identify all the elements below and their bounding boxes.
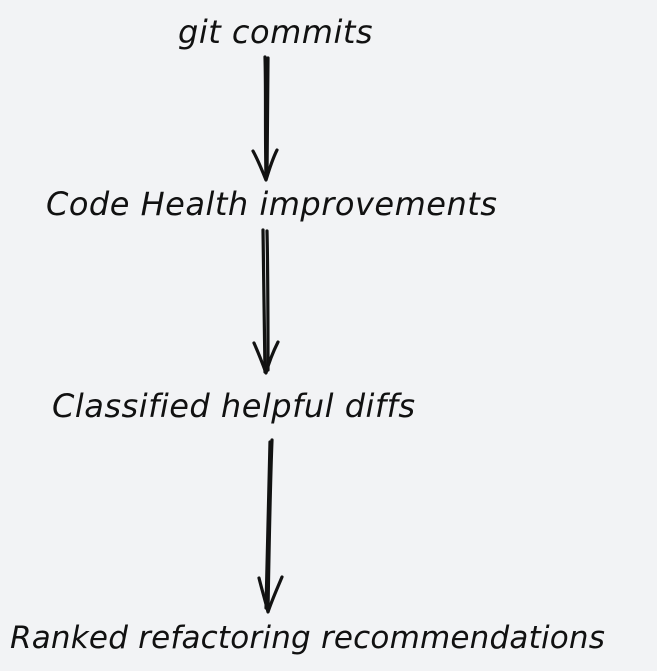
arrow-shaft-double: [265, 56, 270, 178]
arrow-improvements-to-diffs: [252, 228, 280, 375]
arrow-diffs-to-recommendations: [257, 438, 284, 614]
arrow-shaft-double: [265, 229, 270, 372]
node-git-commits: git commits: [178, 13, 374, 51]
arrow-commits-to-improvements: [251, 55, 279, 182]
arrow-shaft-double: [264, 440, 272, 610]
arrow-head: [252, 340, 280, 375]
arrow-shaft: [261, 228, 267, 374]
node-code-health-improvements: Code Health improvements: [46, 185, 498, 223]
node-classified-helpful-diffs: Classified helpful diffs: [52, 387, 416, 425]
node-ranked-refactoring-recommendations: Ranked refactoring recommendations: [10, 620, 606, 656]
arrow-head: [257, 575, 284, 614]
arrow-head: [251, 148, 279, 182]
